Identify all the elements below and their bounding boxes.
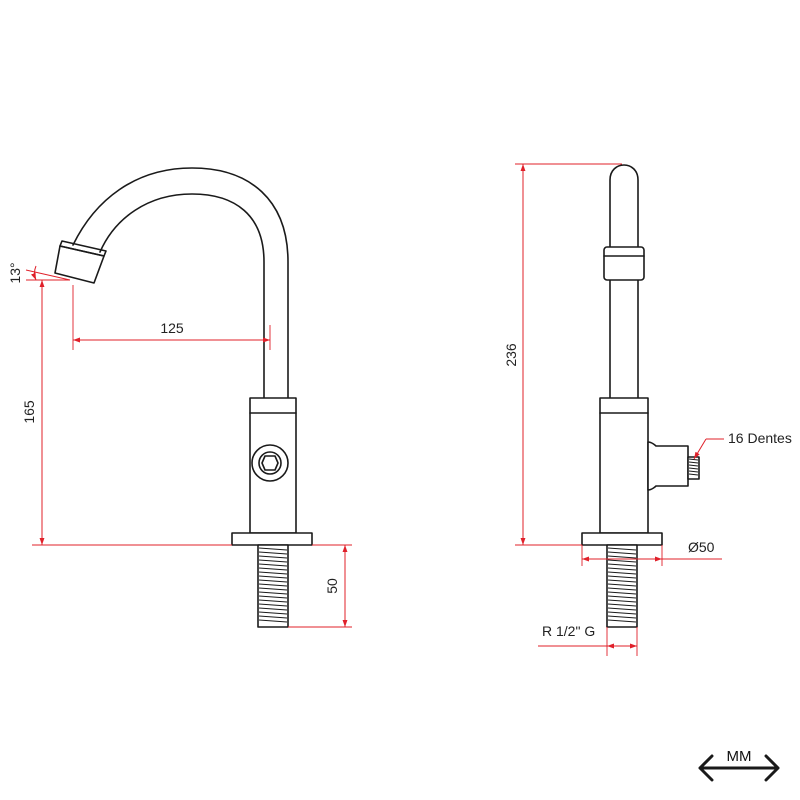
- side-valve-body: [599, 397, 649, 534]
- thread-line: [258, 595, 288, 599]
- thread-line: [688, 467, 699, 470]
- thread-line: [258, 547, 288, 551]
- thread-line: [607, 603, 637, 607]
- thread-line: [607, 615, 637, 619]
- thread-line: [607, 547, 637, 551]
- thread-line: [258, 579, 288, 583]
- thread-line: [258, 583, 288, 587]
- reach-label: 125: [160, 320, 184, 336]
- unit-indicator: MM: [698, 748, 780, 782]
- spline-leader-diag: [693, 438, 707, 460]
- thread-line: [688, 473, 699, 476]
- thread-line: [258, 603, 288, 607]
- height-label: 165: [21, 400, 37, 424]
- front-handle-ring: [258, 451, 282, 475]
- thread-line: [258, 611, 288, 615]
- side-spout-tube: [609, 164, 639, 399]
- spline-label: 16 Dentes: [728, 430, 792, 446]
- side-base-flange: [581, 532, 663, 546]
- front-base-flange: [231, 532, 313, 546]
- side-key-knurl: [688, 458, 699, 476]
- thread-line: [258, 551, 288, 555]
- thread-line: [607, 567, 637, 571]
- thread-line: [258, 587, 288, 591]
- thread-line: [607, 583, 637, 587]
- side-collar: [603, 246, 645, 281]
- total-height-label: 236: [503, 343, 519, 367]
- thread-line: [688, 458, 699, 461]
- thread-length-label: 50: [324, 578, 340, 594]
- unit-label: MM: [727, 748, 752, 765]
- thread-line: [607, 551, 637, 555]
- thread-line: [258, 599, 288, 603]
- side-handle-boss: [647, 441, 689, 491]
- front-spout-outer: [72, 167, 289, 399]
- front-handle-knob: [251, 444, 289, 482]
- thread-line: [607, 591, 637, 595]
- thread-line: [607, 595, 637, 599]
- double-arrow-icon: [698, 754, 780, 782]
- diameter-label: Ø50: [688, 539, 715, 555]
- front-spout-inner: [99, 193, 265, 399]
- thread-line: [607, 587, 637, 591]
- angle-ref-line: [25, 269, 71, 281]
- front-thread-lines: [258, 547, 288, 623]
- thread-line: [258, 575, 288, 579]
- thread-line: [607, 599, 637, 603]
- front-aerator-band: [59, 240, 107, 257]
- thread-line: [607, 619, 637, 623]
- thread-line: [258, 571, 288, 575]
- thread-line: [258, 559, 288, 563]
- thread-line: [258, 615, 288, 619]
- front-aerator: [54, 245, 105, 284]
- side-view: 236 16 Dentes Ø50 R 1/2" G: [503, 163, 792, 656]
- front-view: 13° 125 165 50: [7, 167, 352, 628]
- thread-line: [607, 575, 637, 579]
- thread-size-label: R 1/2" G: [542, 623, 595, 639]
- thread-line: [607, 607, 637, 611]
- thread-line: [258, 607, 288, 611]
- thread-line: [688, 470, 699, 473]
- angle-label: 13°: [7, 262, 23, 283]
- front-handle-spline: [261, 455, 279, 471]
- thread-line: [607, 571, 637, 575]
- thread-line: [688, 464, 699, 467]
- thread-line: [607, 563, 637, 567]
- thread-line: [258, 563, 288, 567]
- thread-line: [258, 619, 288, 623]
- angle-arc: [30, 265, 37, 281]
- thread-line: [688, 461, 699, 464]
- thread-line: [258, 567, 288, 571]
- thread-line: [258, 555, 288, 559]
- side-handle-key: [687, 456, 700, 480]
- thread-line: [607, 611, 637, 615]
- thread-line: [607, 579, 637, 583]
- thread-line: [258, 591, 288, 595]
